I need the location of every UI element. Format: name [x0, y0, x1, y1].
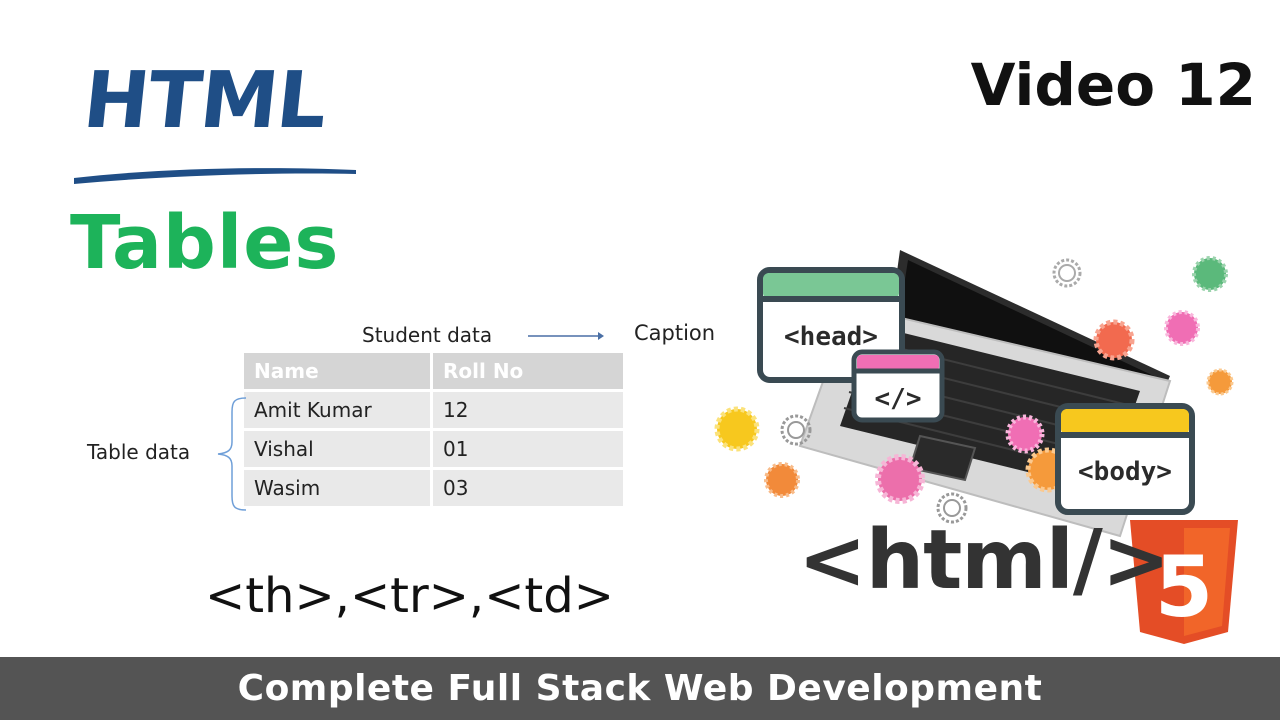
footer-text: Complete Full Stack Web Development: [237, 668, 1043, 709]
table-row: Vishal 01: [244, 431, 623, 470]
caption-label: Caption: [634, 321, 716, 345]
gear-icon: [764, 462, 800, 498]
curly-brace-icon: [217, 397, 247, 511]
gear-icon: [875, 454, 925, 504]
code-window-label: </>: [875, 384, 922, 414]
code-window-icon: </>: [851, 349, 945, 423]
video-number-title: Video 12: [970, 51, 1256, 119]
gear-icon: [936, 492, 968, 524]
table-cell: Vishal: [244, 431, 433, 470]
table-cell: Wasim: [244, 470, 433, 509]
footer-bar: Complete Full Stack Web Development: [0, 657, 1280, 720]
header-cell-roll: Roll No: [433, 353, 623, 392]
title-underline: [74, 168, 356, 184]
student-table: Name Roll No Amit Kumar 12 Vishal 01 Was…: [244, 353, 623, 509]
gear-icon: [1164, 310, 1200, 346]
table-row: Wasim 03: [244, 470, 623, 509]
table-cell: 03: [433, 470, 623, 509]
arrow-right-icon: [528, 332, 604, 340]
table-cell: 12: [433, 392, 623, 431]
header-cell-name: Name: [244, 353, 433, 392]
body-window-icon: <body>: [1055, 403, 1195, 515]
table-header-row: Name Roll No: [244, 353, 623, 392]
html5-digit: 5: [1155, 538, 1213, 636]
laptop-illustration: <head> </> <body> 5: [714, 250, 1238, 644]
table-cell: Amit Kumar: [244, 392, 433, 431]
body-window-label: <body>: [1078, 457, 1172, 487]
gear-icon: [714, 406, 760, 452]
table-cell: 01: [433, 431, 623, 470]
html5-logo-icon: 5: [1130, 520, 1238, 644]
gear-icon: [1206, 368, 1234, 396]
tables-title: Tables: [70, 200, 340, 286]
table-data-label: Table data: [87, 440, 191, 464]
caption-text: Student data: [362, 323, 493, 347]
tags-text: <th>,<tr>,<td>: [205, 568, 614, 624]
html-title: HTML: [79, 56, 331, 146]
gear-icon: [1052, 258, 1082, 288]
gear-icon: [1005, 414, 1045, 454]
gear-icon: [780, 414, 812, 446]
html-tag-text: <html/>: [798, 513, 1170, 608]
table-row: Amit Kumar 12: [244, 392, 623, 431]
head-window-label: <head>: [784, 322, 878, 352]
gear-icon: [1192, 256, 1228, 292]
gear-icon: [1093, 319, 1135, 361]
